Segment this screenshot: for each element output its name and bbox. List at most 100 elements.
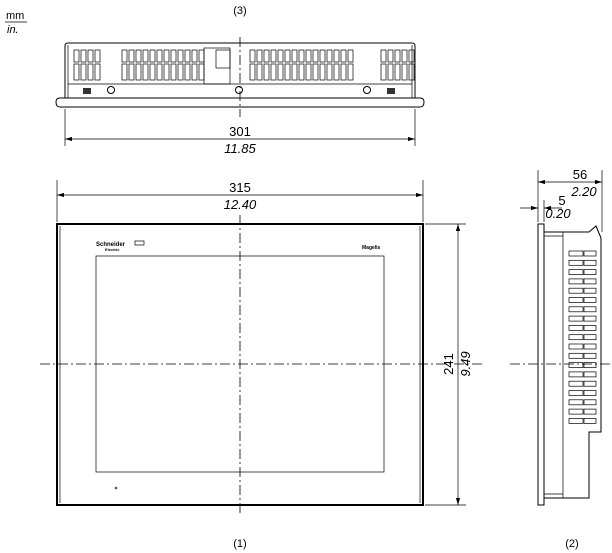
side-view: 56 2.20 5 0.20 (2) — [510, 167, 612, 550]
vent-slot — [583, 325, 597, 331]
vent-slot — [170, 63, 177, 81]
vent-slot — [568, 390, 584, 396]
vent-slot — [191, 49, 198, 63]
screw-icon — [363, 86, 371, 94]
vent-slot — [568, 418, 584, 424]
vent-slot — [170, 49, 177, 63]
front-width-mm: 315 — [229, 180, 251, 195]
vent-slot — [177, 49, 184, 63]
front-view: 315 12.40 Schneider Electric Magelis 241… — [40, 180, 485, 550]
vent-slot — [401, 63, 408, 81]
vent-slot — [583, 418, 597, 424]
front-view-label: (1) — [233, 538, 246, 550]
vent-slot — [298, 49, 305, 63]
vent-slot — [73, 63, 80, 81]
vent-slot — [583, 334, 597, 341]
vent-slot — [263, 63, 270, 81]
side-bezel — [537, 223, 545, 506]
vent-slot — [177, 63, 184, 81]
vent-slot — [305, 49, 312, 63]
vent-slot — [568, 325, 584, 331]
units-legend: mm in. — [5, 10, 27, 36]
vent-slot — [583, 390, 597, 396]
vent-slot — [291, 49, 298, 63]
vent-slot — [583, 408, 597, 415]
vent-slot — [142, 49, 149, 63]
screw-icon — [107, 86, 115, 94]
vent-slot — [583, 297, 597, 303]
vent-slot — [163, 49, 170, 63]
unit-mm: mm — [6, 10, 24, 22]
vent-slot — [121, 49, 128, 63]
vent-slot — [347, 49, 354, 63]
side-depth-mm: 56 — [573, 167, 587, 182]
side-bezel-in: 0.20 — [545, 206, 571, 221]
front-height-in: 9.49 — [458, 351, 473, 376]
brand-logo: Schneider — [96, 242, 126, 248]
vent-slot — [249, 49, 256, 63]
vent-slot — [270, 49, 277, 63]
side-body — [544, 225, 602, 499]
side-bezel-mm: 5 — [558, 193, 565, 208]
vent-slot — [128, 49, 135, 63]
top-width-in: 11.85 — [224, 141, 256, 156]
vent-slot — [568, 297, 584, 303]
vent-slot — [142, 63, 149, 81]
vent-slot — [73, 49, 80, 63]
vent-slot — [583, 371, 597, 378]
vent-slot — [583, 250, 597, 257]
vent-slot — [94, 49, 101, 63]
vent-slot — [568, 269, 584, 275]
vent-slot — [87, 49, 94, 63]
vent-slot — [87, 63, 94, 81]
svg-text:Electric: Electric — [105, 247, 120, 252]
vent-slot — [284, 63, 291, 81]
vent-slot — [583, 380, 597, 387]
vent-slot — [121, 63, 128, 81]
vent-slot — [387, 63, 394, 81]
vent-slot — [319, 63, 326, 81]
vent-slot — [347, 63, 354, 81]
vent-slot — [583, 352, 597, 359]
vent-slot — [326, 49, 333, 63]
vent-slot — [568, 315, 584, 322]
vent-slot — [305, 63, 312, 81]
vent-slots — [73, 49, 415, 81]
top-width-mm: 301 — [229, 124, 251, 139]
vent-slot — [128, 63, 135, 81]
vent-slot — [568, 250, 584, 257]
top-view-label: (3) — [233, 5, 246, 17]
vent-slot — [568, 362, 584, 368]
vent-slot — [380, 63, 387, 81]
vent-slot — [156, 49, 163, 63]
vent-slot — [408, 49, 415, 63]
vent-slot — [568, 343, 584, 350]
side-depth-in: 2.20 — [570, 184, 597, 199]
top-view: (3) 301 11.85 — [55, 5, 425, 156]
vent-slot — [408, 63, 415, 81]
vent-slot — [333, 63, 340, 81]
schneider-logo: Schneider Electric — [96, 240, 145, 252]
vent-slot — [184, 49, 191, 63]
vent-slot — [312, 49, 319, 63]
vent-slot — [163, 63, 170, 81]
vent-slot — [583, 287, 597, 294]
vent-slot — [394, 49, 401, 63]
vent-slot — [340, 49, 347, 63]
vent-slot — [198, 63, 205, 81]
front-height-mm: 241 — [441, 353, 456, 375]
vent-slot — [149, 63, 156, 81]
vent-slot — [568, 334, 584, 341]
vent-slot — [583, 399, 597, 406]
vent-slot — [80, 49, 87, 63]
vent-slot — [568, 399, 584, 406]
vent-slot — [277, 63, 284, 81]
vent-slot — [270, 63, 277, 81]
vent-slot — [135, 63, 142, 81]
vent-slot — [583, 278, 597, 285]
vent-slot — [401, 49, 408, 63]
vent-slot — [312, 63, 319, 81]
vent-slot — [568, 352, 584, 359]
vent-slot — [394, 63, 401, 81]
